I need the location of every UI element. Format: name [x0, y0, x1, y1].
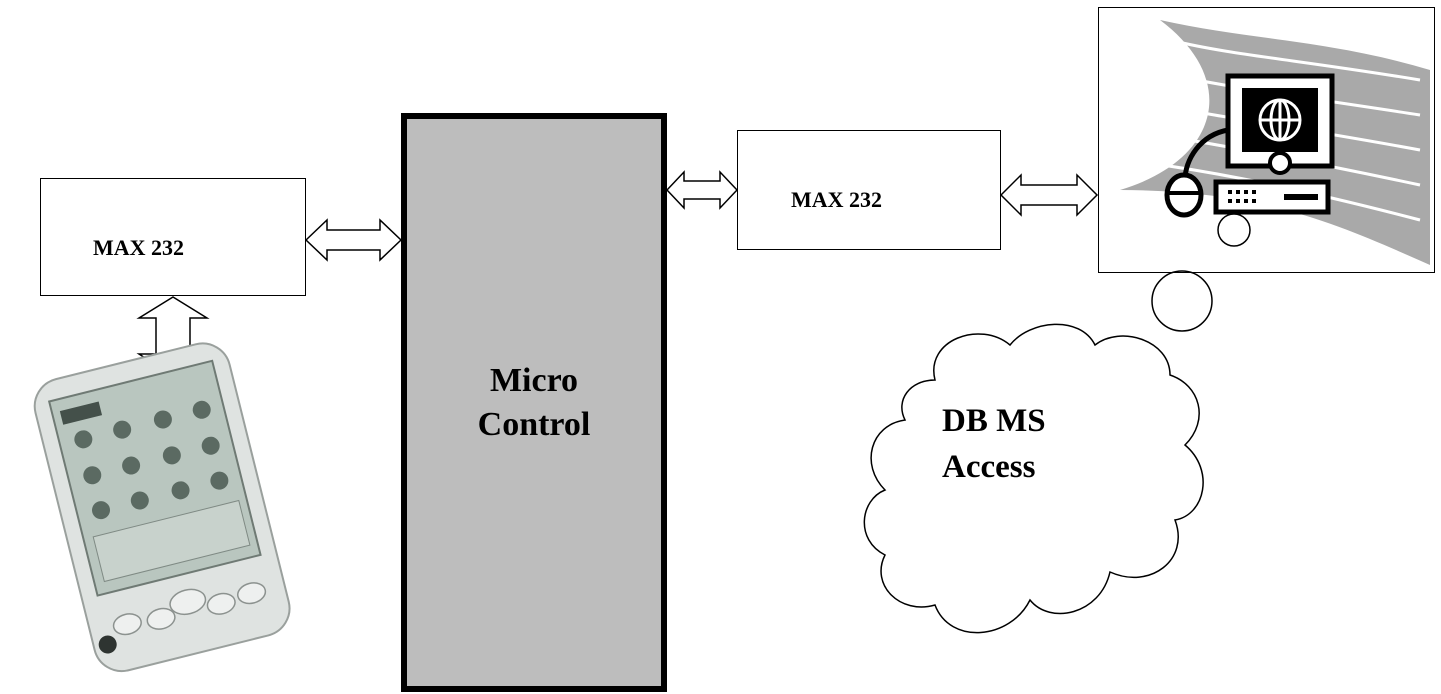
database-label: DB MS Access [942, 398, 1046, 490]
micro-control-label: Micro Control [407, 359, 661, 447]
max232-right-box: MAX 232 [737, 130, 1001, 250]
double-arrow-left [304, 218, 403, 262]
micro-control-line2: Control [477, 406, 591, 443]
thought-bubble [1151, 270, 1213, 332]
max232-right-label: MAX 232 [791, 187, 883, 212]
double-arrow-middle [665, 170, 739, 210]
database-cloud [863, 323, 1204, 634]
pda-device-icon [33, 342, 291, 673]
database-line1: DB MS [942, 403, 1046, 439]
double-arrow-right [999, 173, 1099, 217]
computer-frame [1098, 7, 1435, 273]
micro-control-line1: Micro [489, 362, 579, 399]
max232-left-box: MAX 232 [40, 178, 306, 296]
mouse-icon [1164, 172, 1204, 218]
globe-icon [1258, 98, 1302, 142]
max232-left-label: MAX 232 [93, 235, 185, 260]
database-line2: Access [942, 449, 1036, 485]
micro-control-block: Micro Control [401, 113, 667, 692]
